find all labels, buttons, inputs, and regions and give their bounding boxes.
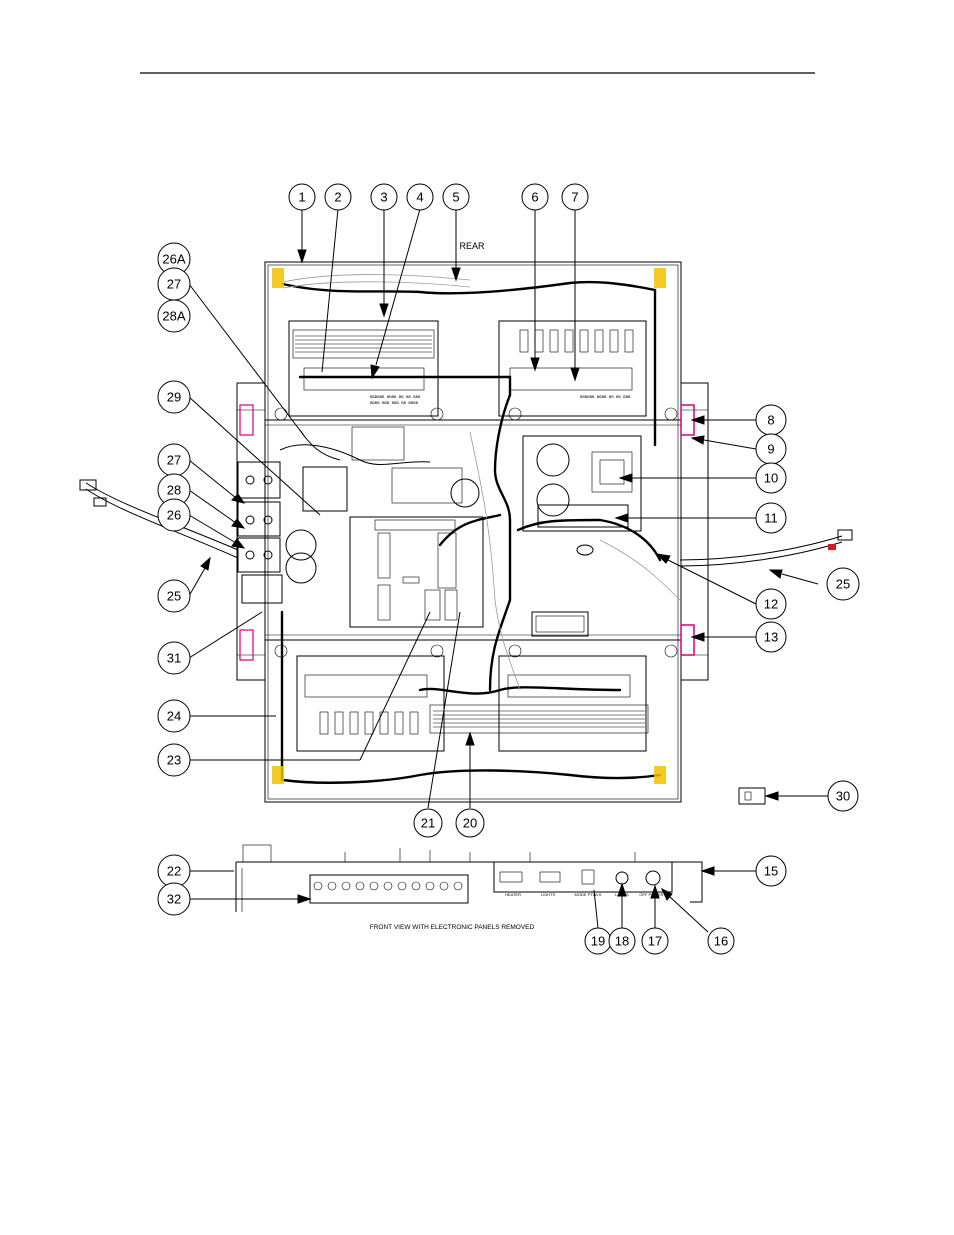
callout-16: 16	[707, 927, 735, 955]
callout-10: 10	[755, 462, 787, 494]
callout-15: 15	[755, 855, 787, 887]
svg-text:2: 2	[334, 190, 341, 205]
panel-label-lights: LIGHTS	[541, 892, 556, 897]
svg-text:19: 19	[591, 934, 605, 949]
rear-label: REAR	[459, 241, 485, 251]
svg-text:20: 20	[463, 816, 477, 831]
svg-text:25: 25	[167, 589, 181, 604]
svg-text:22: 22	[167, 864, 181, 879]
callout-9: 9	[755, 433, 787, 465]
svg-text:5: 5	[452, 190, 459, 205]
svg-text:8: 8	[767, 413, 774, 428]
svg-text:27: 27	[167, 277, 181, 292]
callout-26a: 26A	[157, 242, 191, 276]
callout-3: 3	[370, 183, 398, 211]
callout-32: 32	[157, 882, 191, 916]
part-30-icon	[738, 787, 766, 805]
callout-12: 12	[755, 588, 787, 620]
callout-25-right: 25	[826, 567, 860, 601]
svg-text:13: 13	[764, 630, 778, 645]
svg-text:10: 10	[764, 471, 778, 486]
svg-text:26: 26	[167, 508, 181, 523]
svg-text:29: 29	[167, 390, 181, 405]
svg-text:17: 17	[648, 934, 662, 949]
svg-text:6: 6	[531, 190, 538, 205]
callout-23: 23	[157, 743, 191, 777]
svg-text:BBBB BBB BBB BB BBBB: BBBB BBB BBB BB BBBB	[370, 402, 419, 406]
svg-text:7: 7	[571, 190, 578, 205]
svg-text:30: 30	[836, 789, 850, 804]
leader-lines	[188, 208, 828, 933]
callout-26: 26	[157, 498, 191, 532]
callout-17: 17	[641, 927, 669, 955]
svg-text:28: 28	[167, 483, 181, 498]
callout-21: 21	[413, 808, 443, 838]
svg-text:1: 1	[298, 190, 305, 205]
callout-28a: 28A	[157, 299, 191, 333]
svg-text:31: 31	[167, 651, 181, 666]
callout-27: 27	[157, 443, 191, 477]
svg-text:26A: 26A	[162, 252, 185, 267]
callout-8: 8	[755, 404, 787, 436]
svg-text:BBBBBB BBBB BB BB BBB: BBBBBB BBBB BB BB BBB	[580, 396, 631, 400]
svg-text:4: 4	[416, 190, 423, 205]
callout-22: 22	[157, 854, 191, 888]
callout-6: 6	[521, 183, 549, 211]
callout-2: 2	[324, 183, 352, 211]
callout-31: 31	[157, 641, 191, 675]
svg-text:15: 15	[764, 864, 778, 879]
svg-text:12: 12	[764, 597, 778, 612]
svg-text:24: 24	[167, 709, 181, 724]
front-view-caption: FRONT VIEW WITH ELECTRONIC PANELS REMOVE…	[370, 924, 535, 931]
panel-label-heater: HEATER	[505, 892, 521, 897]
top-view-assembly: BBBBBB BBBB BB BB BBB BBBB BBB BBB BB BB…	[79, 261, 853, 803]
callout-27-top: 27	[157, 267, 191, 301]
callout-29: 29	[157, 380, 191, 414]
callout-25-left: 25	[157, 579, 191, 613]
callout-24: 24	[157, 699, 191, 733]
callout-20: 20	[455, 808, 485, 838]
callout-28: 28	[157, 473, 191, 507]
svg-text:9: 9	[767, 442, 774, 457]
svg-text:21: 21	[421, 816, 435, 831]
callout-18: 18	[608, 927, 636, 955]
svg-text:23: 23	[167, 753, 181, 768]
svg-text:16: 16	[714, 934, 728, 949]
callout-4: 4	[406, 183, 434, 211]
callout-13: 13	[755, 621, 787, 653]
callout-30: 30	[827, 780, 859, 812]
callout-1: 1	[288, 183, 316, 211]
callout-11: 11	[755, 502, 787, 534]
callout-5: 5	[442, 183, 470, 211]
svg-text:25: 25	[836, 577, 850, 592]
callout-19: 19	[584, 927, 612, 955]
svg-text:18: 18	[615, 934, 629, 949]
callout-7: 7	[561, 183, 589, 211]
panel-label-mode: MODE PTWLS	[575, 892, 602, 897]
svg-text:28A: 28A	[162, 309, 185, 324]
svg-text:BBBBBB BBBB BB BB BBB: BBBBBB BBBB BB BB BBB	[370, 396, 421, 400]
svg-text:27: 27	[167, 453, 181, 468]
svg-text:11: 11	[764, 511, 778, 526]
svg-text:3: 3	[380, 190, 387, 205]
front-view-assembly	[235, 844, 703, 912]
svg-text:32: 32	[167, 892, 181, 907]
